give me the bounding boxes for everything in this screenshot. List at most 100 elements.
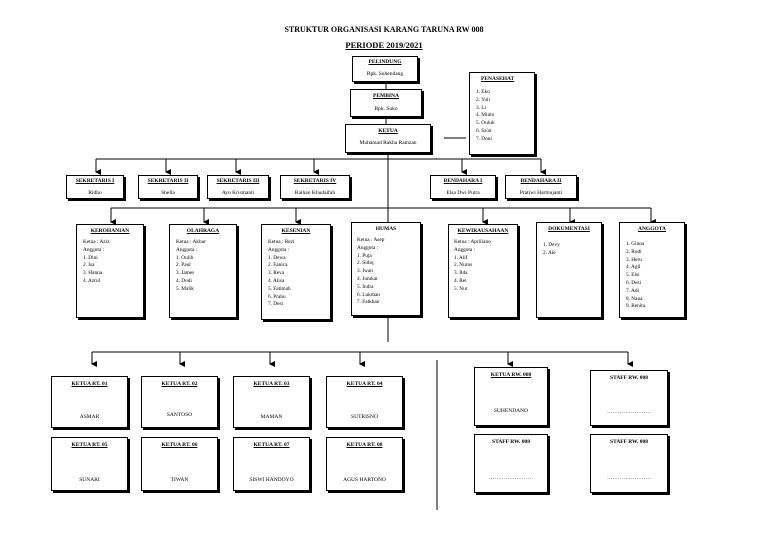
bendahara-1-box: BENDAHARA I Elsa Dwi Putra <box>430 175 496 199</box>
rw-staff-1-box: STAFF RW. 008 …………………… <box>590 370 668 426</box>
rt-name: SUTRISNO <box>351 414 378 420</box>
list-item: 1. Devy <box>543 242 560 248</box>
division-list: Ketua : Asep Anggota : 1. Puja 2. Sidiq … <box>357 237 384 307</box>
rt-title: KETUA RT. 05 <box>71 442 108 448</box>
list-item: 5. Nur <box>454 285 468 292</box>
rt-01-box: KETUA RT. 01 ASMAR <box>51 376 128 428</box>
division-list: 1. Ginna 2. Rudi 3. Heru 4. Agil 5. Elsi… <box>626 241 645 311</box>
list-item: 4. Dodi <box>176 277 192 284</box>
division-list: Ketua : Apriliano Anggota : 1. Alif 2. N… <box>454 239 491 294</box>
rt-title: KETUA RT. 02 <box>161 381 198 387</box>
division-title: HUMAS <box>375 226 397 232</box>
rt-04-box: KETUA RT. 04 SUTRISNO <box>326 376 403 428</box>
bendahara-1-title: BENDAHARA I <box>443 178 483 184</box>
rt-name: MAMAN <box>260 414 283 420</box>
penasehat-title: PENASEHAT <box>481 76 515 82</box>
sekretaris-3-name: Ayu Krismanti <box>221 190 255 196</box>
list-item: Ketua : Apriliano <box>454 239 491 245</box>
sekretaris-4-name: Raihan Khudaifah <box>294 190 336 196</box>
rw-title: STAFF RW. 008 <box>492 439 530 445</box>
rw-title: STAFF RW. 008 <box>610 439 648 445</box>
rt-title: KETUA RT. 03 <box>253 381 290 387</box>
list-item: 3. Iwan <box>357 268 373 275</box>
list-item: 4. Minto <box>476 112 495 119</box>
list-item: 8. Nana <box>626 295 643 302</box>
list-item: 5. Indra <box>357 283 374 290</box>
list-item: 4. Alisa <box>268 277 285 284</box>
sekretaris-4-title: SEKRETARIS IV <box>293 178 337 184</box>
division-list: Ketua : Rezi Anggota : 1. Dewa 2. Fanica… <box>268 239 294 309</box>
list-item: 6. Lukman <box>357 291 380 298</box>
division-title: KESENIAN <box>281 228 311 234</box>
list-item: 7. Fatkhan <box>357 299 380 306</box>
list-item: Anggota : <box>176 246 198 253</box>
division-humas: HUMAS Ketua : Asep Anggota : 1. Puja 2. … <box>351 222 421 316</box>
division-kewirausahaan: KEWIRAUSAHAAN Ketua : Apriliano Anggota … <box>448 224 518 318</box>
sekretaris-3-box: SEKRETARIS III Ayu Krismanti <box>207 175 269 199</box>
list-item: 5. Elsi <box>626 272 640 279</box>
list-item: 2. Paul <box>176 262 191 269</box>
list-item: 4. Jumkar <box>357 275 378 282</box>
list-item: 2. Ale <box>543 249 556 256</box>
list-item: Ketua : Aziz <box>83 239 110 245</box>
division-kesenian: KESENIAN Ketua : Rezi Anggota : 1. Dewa … <box>261 224 331 320</box>
rt-03-box: KETUA RT. 03 MAMAN <box>233 376 310 428</box>
division-list: 1. Devy 2. Ale <box>543 242 560 258</box>
sekretaris-2-box: SEKRETARIS II Shella <box>138 175 198 199</box>
list-item: 1. Dini <box>83 254 98 261</box>
rt-08-box: KETUA RT. 08 AGUS HARTONO <box>326 437 403 491</box>
ketua-box: KETUA Muhamad Rakha Ramzan <box>345 124 431 153</box>
rt-title: KETUA RT. 06 <box>161 442 198 448</box>
list-item: 3. James <box>176 270 195 277</box>
rw-title: STAFF RW. 008 <box>610 375 648 381</box>
bendahara-1-name: Elsa Dwi Putra <box>446 190 480 196</box>
rt-title: KETUA RT. 08 <box>346 442 383 448</box>
list-item: 1. Oulih <box>176 254 194 261</box>
list-item: 6. Sa'at <box>476 127 492 134</box>
penasehat-list: 1. Eko 2. Yuli 3. Li 4. Minto 5. Ouluh 6… <box>476 89 495 144</box>
division-anggota: ANGGOTA 1. Ginna 2. Rudi 3. Heru 4. Agil… <box>619 222 685 318</box>
sekretaris-1-box: SEKRETARIS I Ridho <box>66 175 124 199</box>
rt-06-box: KETUA RT. 06 TIWAN <box>141 437 218 491</box>
division-kerohanian: KEROHANIAN Ketua : Aziz Anggota : 1. Din… <box>76 224 144 318</box>
list-item: 7. Desi <box>268 301 284 308</box>
list-item: 1. Eko <box>476 89 490 95</box>
rw-name: SUHENDANO <box>493 408 529 414</box>
rt-02-box: KETUA RT. 02 SANTOSO <box>141 376 218 428</box>
rw-staff-3-box: STAFF RW. 008 …………………… <box>590 434 668 493</box>
list-item: 1. Alif <box>454 254 468 261</box>
list-item: 4. Azrul <box>83 277 101 284</box>
list-item: 5. Fatimah <box>268 285 291 292</box>
list-item: Ketua : Asep <box>357 237 385 243</box>
rw-ketua-box: KETUA RW. 008 SUHENDANO <box>474 367 548 426</box>
sekretaris-1-title: SEKRETARIS I <box>75 178 115 184</box>
list-item: 3. Heru <box>626 256 642 263</box>
division-title: KEROHANIAN <box>90 228 130 234</box>
list-item: 1. Puja <box>357 252 372 259</box>
division-title: OLAHRAGA <box>186 228 220 234</box>
list-item: 6. Prabu <box>268 293 286 300</box>
list-item: 2. Fanica <box>268 262 288 269</box>
chart-period: PERIODE 2019/2021 <box>345 40 423 50</box>
bendahara-2-title: BENDAHARA II <box>520 178 562 184</box>
rt-name: ASMAR <box>79 414 100 420</box>
sekretaris-3-title: SEKRETARIS III <box>216 178 260 184</box>
list-item: 2. Isa <box>83 262 95 269</box>
rt-title: KETUA RT. 01 <box>71 381 108 387</box>
sekretaris-2-name: Shella <box>161 190 175 196</box>
rt-name: SISWI HANDOYO <box>249 477 294 483</box>
pembina-title: PEMBINA <box>373 93 399 99</box>
list-item: 1. Ginna <box>626 241 645 247</box>
pembina-box: PEMBINA Bpk. Suko <box>350 89 422 117</box>
pelindung-name: Bpk. Suhendang <box>366 71 404 77</box>
rt-name: TIWAN <box>170 477 189 483</box>
rt-title: KETUA RT. 04 <box>346 381 383 387</box>
list-item: 3. Reva <box>268 270 285 277</box>
list-item: 3. Ilda <box>454 270 468 277</box>
division-olahraga: OLAHRAGA Ketua : Akbar Anggota : 1. Ouli… <box>169 224 237 318</box>
list-item: Ketua : Rezi <box>268 239 295 245</box>
list-item: Anggota : <box>454 246 476 253</box>
division-title: ANGGOTA <box>637 226 666 232</box>
division-list: Ketua : Akbar Anggota : 1. Oulih 2. Paul… <box>176 239 206 294</box>
